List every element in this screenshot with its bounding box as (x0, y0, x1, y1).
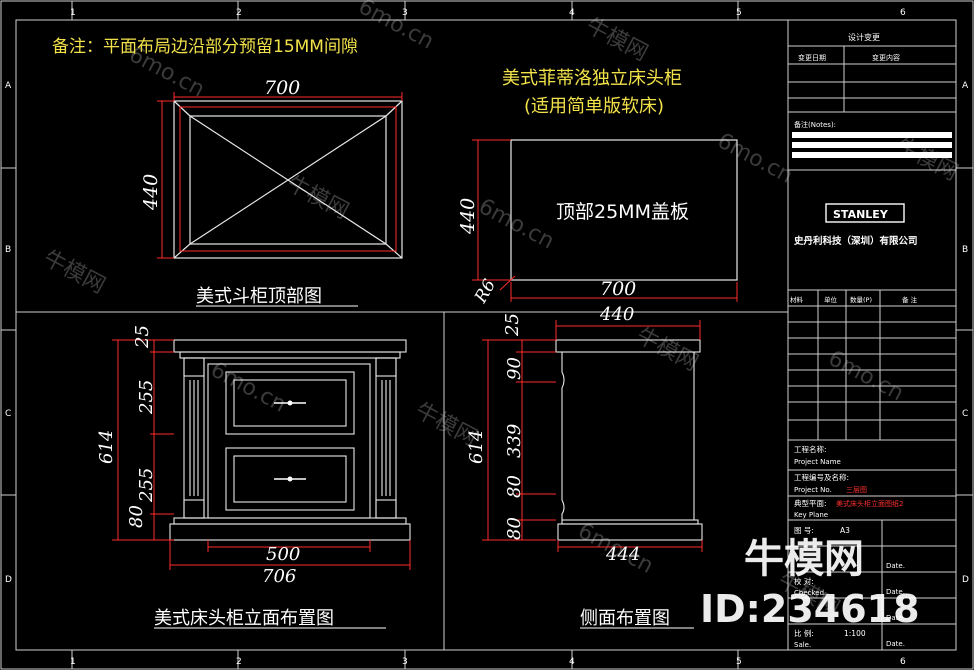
view-caption: 美式床头柜立面布置图 (154, 608, 334, 629)
grid-label: 6 (900, 657, 906, 667)
grid-label: 5 (736, 657, 742, 667)
dim-339: 339 (504, 424, 525, 458)
dim-depth: 440 (457, 198, 479, 235)
dim-drawer2: 255 (136, 468, 157, 503)
grid-label: 3 (402, 657, 408, 667)
tb-scale-cn: 比 例: (794, 628, 814, 638)
watermark-text: 牛模网 (582, 13, 652, 66)
title-block: 设计变更 变更日期 变更内容 备注(Notes): STANLEY 史丹利科技（… (787, 19, 957, 651)
watermark-text: 6mo.cn (354, 0, 438, 55)
tb-key-plane-cn: 典型平面: (794, 498, 827, 508)
tb-drawing-no-val: A3 (840, 526, 850, 535)
dim-inner-width: 500 (266, 544, 300, 565)
tb-project-no-en: Project No. (794, 486, 832, 494)
grid-label: B (5, 245, 11, 255)
tb-change-content: 变更内容 (872, 53, 900, 62)
grid-label: 3 (402, 8, 408, 18)
tb-project-name-en: Project Name (794, 458, 841, 466)
dim-width: 700 (600, 278, 636, 300)
tb-col-material: 材料 (790, 295, 804, 304)
grid-label: 2 (236, 8, 242, 18)
tb-remarks: 备注(Notes): (794, 120, 836, 129)
dim-total: 614 (466, 430, 487, 464)
grid-label: 4 (569, 657, 575, 667)
tb-change-date: 变更日期 (798, 53, 826, 62)
watermark-text: 牛模网 (39, 246, 109, 299)
tb-scale-en: Sale. (794, 641, 811, 649)
heading-subtitle: (适用简单版软床) (524, 96, 664, 117)
watermark-text: 6mo.cn (206, 357, 290, 417)
watermark-text: 牛模网 (892, 133, 962, 186)
dim-total-width: 706 (262, 566, 296, 587)
grid-label: D (5, 575, 12, 585)
watermark-text: 6mo.cn (824, 346, 908, 406)
dim-bottom-width: 444 (605, 544, 640, 565)
dim-top: 25 (502, 313, 523, 337)
grid-label: 5 (736, 8, 742, 18)
dim-width: 700 (264, 77, 300, 99)
watermark-id: ID:234618 (700, 587, 920, 631)
dim-depth: 440 (140, 174, 162, 211)
dim-90: 90 (504, 357, 525, 380)
tb-checked-en: Checked. (794, 589, 826, 597)
tb-design-change: 设计变更 (848, 32, 880, 42)
grid-label: B (962, 245, 968, 255)
grid-label: 1 (70, 8, 76, 18)
grid-label: 4 (569, 8, 575, 18)
grid-label: C (5, 409, 11, 419)
grid-label: 6 (900, 8, 906, 18)
dim-top: 25 (132, 325, 153, 349)
tb-date-en: Date. (886, 562, 905, 570)
grid-label: A (962, 81, 969, 91)
stanley-logo (825, 203, 905, 223)
dim-top-width: 440 (599, 304, 634, 325)
grid-label: D (962, 575, 969, 585)
dim-drawer1: 255 (136, 380, 157, 415)
dim-total: 614 (96, 430, 117, 464)
heading-title: 美式菲蒂洛独立床头柜 (502, 68, 682, 89)
watermark-text: 牛模网 (283, 171, 353, 224)
layout-note: 备注：平面布局边沿部分预留15MM间隙 (52, 37, 358, 57)
tb-date-en: Date. (886, 640, 905, 648)
tb-project-name-cn: 工程名称: (794, 444, 827, 454)
grid-label: 2 (236, 657, 242, 667)
tb-company: 史丹利科技（深圳）有限公司 (794, 235, 918, 247)
tb-project-no-val: 三层图 (846, 486, 867, 494)
view-caption: 侧面布置图 (580, 608, 670, 629)
watermark-brand: 牛模网 (744, 536, 864, 582)
watermark-text: 牛模网 (632, 323, 702, 376)
tb-checked-cn: 校 对: (794, 576, 814, 586)
tb-date-en: Date. (886, 588, 905, 596)
top-plan-view: 700 440 美式斗柜顶部图 (140, 77, 403, 307)
stanley-logo-text: STANLEY (833, 208, 889, 221)
tb-col-unit: 单位 (824, 295, 838, 304)
dim-base: 80 (126, 505, 147, 528)
dim-80a: 80 (504, 475, 525, 498)
top-board-view: 美式菲蒂洛独立床头柜 (适用简单版软床) 顶部25MM盖板 440 700 R6 (457, 68, 738, 307)
view-caption: 美式斗柜顶部图 (196, 286, 322, 307)
grid-label: A (5, 81, 12, 91)
tb-col-qty: 数量(P) (850, 295, 872, 304)
watermark-text: 6mo.cn (474, 194, 558, 254)
grid-label: 1 (70, 657, 76, 667)
grid-labels: 1 2 3 4 5 6 1 2 3 4 5 6 A B C D A B C D (5, 8, 969, 667)
side-elevation-view: 440 25 90 339 80 80 614 444 侧面布置图 (466, 304, 703, 629)
front-elevation-view: 25 255 255 80 614 500 706 美式床头柜立面布置图 (96, 325, 411, 629)
tb-key-plane-val: 美式床头柜立面图纸2 (836, 499, 903, 508)
grid-label: C (962, 409, 968, 419)
dim-radius: R6 (471, 276, 501, 307)
tb-drawing-no: 图 号: (794, 526, 814, 535)
board-label: 顶部25MM盖板 (556, 201, 689, 223)
tb-date-en: Date. (886, 614, 905, 622)
tb-scale-val: 1:100 (844, 629, 866, 638)
tb-key-plane-en: Key Plane (794, 511, 828, 519)
watermark-text: 6mo.cn (713, 128, 797, 188)
tb-project-no-cn: 工程编号及名称: (794, 472, 849, 482)
dim-80b: 80 (504, 517, 525, 540)
tb-col-remark: 备 注 (902, 295, 918, 304)
